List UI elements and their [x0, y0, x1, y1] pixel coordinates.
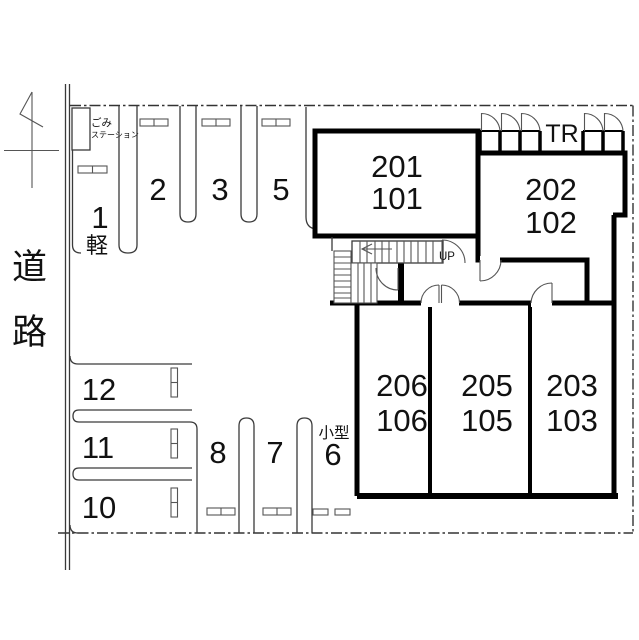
garbage-station-label-line1: ごみ [91, 116, 112, 129]
door-arcs [375, 239, 553, 304]
staircase: UP [351, 240, 455, 264]
parking-divider [296, 417, 313, 533]
parking-space-1-number: 1 [91, 200, 108, 235]
parking-top-row: 1 軽 2 3 5 [71, 106, 317, 258]
wheel-stop [170, 428, 179, 459]
door-opening [480, 256, 500, 264]
wheel-stop [262, 507, 292, 516]
parking-divider [240, 106, 258, 223]
north-arrow-icon [4, 91, 59, 188]
parking-divider [72, 467, 192, 481]
door-arc-utility [375, 267, 399, 291]
parking-space-2-number: 2 [149, 172, 166, 207]
trunk-rooms: TR [478, 112, 625, 153]
parking-edge-line [71, 150, 82, 254]
site-boundary [58, 104, 634, 534]
parking-left-column: 12 11 10 [69, 355, 198, 534]
utility-closets [333, 250, 378, 304]
road-label: 道路 [7, 248, 46, 378]
unit-201-label-lower: 101 [371, 181, 423, 216]
parking-space-5-number: 5 [272, 172, 289, 207]
unit-206-label-upper: 206 [376, 368, 428, 403]
parking-divider [238, 417, 255, 533]
unit-202-102-wall-left-bottom [475, 153, 590, 303]
stair-direction-arrow [360, 243, 392, 255]
parking-space-1-type: 軽 [86, 233, 108, 258]
parking-space-12-number: 12 [82, 372, 116, 407]
parking-space-6-type: 小型 [318, 424, 349, 442]
parking-space-11-number: 11 [82, 430, 114, 465]
parking-space-3-number: 3 [211, 172, 228, 207]
garbage-station-box [71, 107, 91, 151]
trunk-room-door-arcs [480, 112, 624, 132]
wheel-stop [206, 507, 236, 516]
wheel-stop [170, 367, 179, 398]
unit-205-label-lower: 105 [461, 403, 513, 438]
wheel-stop [261, 118, 291, 127]
unit-202-102-wall-top-right [478, 150, 628, 218]
parking-space-7-number: 7 [266, 435, 283, 470]
parking-space-8-number: 8 [209, 435, 226, 470]
wheel-stop [201, 118, 231, 127]
wheel-stop [312, 508, 351, 516]
parking-divider [72, 409, 198, 533]
parking-bottom-row: 8 7 小型 6 [206, 417, 351, 533]
parking-divider [179, 106, 197, 223]
door-arc-stair-hall [441, 239, 466, 264]
road-edge [64, 84, 71, 570]
door-opening [421, 299, 459, 307]
door-arc-unit-202 [479, 259, 502, 282]
unit-202-label-upper: 202 [525, 172, 577, 207]
parking-divider [118, 106, 138, 254]
trunk-room-label: TR [545, 120, 578, 148]
wheel-stop [139, 118, 169, 127]
unit-203-label-lower: 103 [546, 403, 598, 438]
north-arrow-pennant [19, 91, 44, 128]
unit-201-label-upper: 201 [371, 149, 423, 184]
unit-205-label-upper: 205 [461, 368, 513, 403]
stairs-up-label: UP [439, 251, 455, 263]
building: TR UP [312, 112, 628, 499]
garbage-station-label-line2: ステーション [91, 131, 139, 140]
unit-202-label-lower: 102 [525, 205, 577, 240]
parking-divider [69, 524, 79, 534]
parking-space-6-number: 6 [324, 437, 341, 472]
trunk-room-partitions [478, 131, 625, 153]
parking-space-10-number: 10 [82, 490, 116, 525]
double-door-entrance [420, 284, 461, 304]
garbage-station: ごみ ステーション [71, 107, 139, 151]
door-arc-unit-203 [530, 282, 553, 304]
door-opening [531, 299, 552, 307]
unit-206-label-lower: 106 [376, 403, 428, 438]
wheel-stop [170, 487, 179, 518]
unit-201-101-outline [312, 128, 481, 239]
unit-203-label-upper: 203 [546, 368, 598, 403]
parking-divider [69, 355, 192, 365]
wheel-stop [77, 165, 108, 174]
